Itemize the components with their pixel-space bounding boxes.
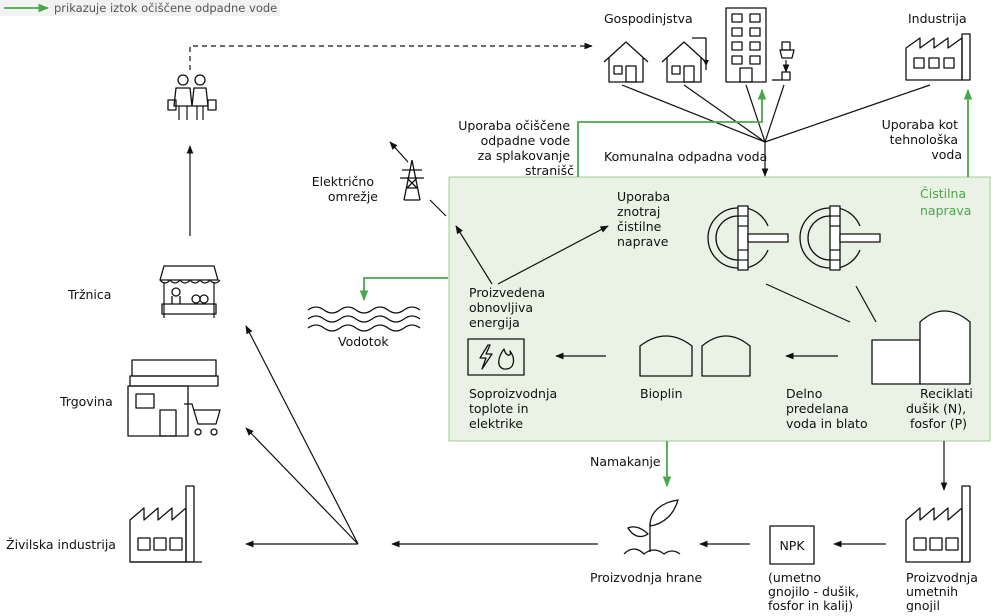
wastewater-collection-lines [621, 84, 931, 177]
cogeneration-label: Soproizvodnja toplote in elektrike [469, 386, 561, 431]
internal-use-label: Uporaba znotraj čistilne naprave [617, 189, 674, 249]
legend-text: prikazuje iztok očiščene odpadne vode [54, 1, 277, 15]
toilet-reuse-label: Uporaba očiščene odpadne vode za splakov… [458, 118, 574, 178]
clarifier-icon [799, 205, 881, 271]
industry-label: Industrija [908, 11, 967, 26]
grid-in-line [429, 199, 447, 217]
food-production-label: Proizvodnja hrane [590, 570, 703, 585]
npk-box-label: NPK [779, 538, 805, 553]
treatment-plant-panel [448, 176, 991, 442]
plant-sprout-icon [623, 499, 681, 555]
clarifier-icon [707, 205, 789, 271]
renewable-energy-label: Proizvedena obnovljiva energija [469, 285, 549, 330]
food-industry-label: Živilska industrija [6, 537, 116, 552]
digester-tank-icon [871, 310, 971, 385]
house-icon [603, 41, 649, 83]
fertilizer-production-label: Proizvodnja umetnih gnojil [906, 570, 982, 612]
municipal-wastewater-label: Komunalna odpadna voda [604, 149, 767, 164]
clarifier2-to-tank-line [855, 285, 877, 323]
biogas-tank-icon [639, 335, 751, 377]
cogeneration-icon [467, 338, 525, 376]
recyclates-label: Reciklati dušik (N), fosfor (P) [906, 386, 977, 431]
energy-internal-arrow [497, 225, 609, 285]
consumers-icon [167, 74, 217, 120]
market-stall-icon [159, 265, 221, 318]
market-label: Tržnica [67, 287, 111, 302]
distribution-arrows [245, 325, 359, 548]
treated-sludge-label: Delno predelana voda in blato [786, 386, 868, 431]
power-pylon-icon [400, 159, 424, 201]
shop-label: Trgovina [59, 394, 113, 409]
npk-description: (umetno gnojilo - dušik, fosfor in kalij… [768, 570, 863, 612]
shop-icon [127, 359, 221, 437]
apartment-building-icon [725, 7, 767, 83]
watercourse-label: Vodotok [338, 334, 389, 349]
factory-icon [129, 485, 202, 563]
plant-label: Čistilna naprava [920, 186, 971, 218]
toilet-reuse-arrow [577, 88, 767, 177]
tech-water-label: Uporaba kot tehnološka voda [882, 117, 962, 162]
npk-box [769, 525, 815, 565]
toilet-icon [772, 41, 795, 81]
factory-icon [905, 33, 971, 81]
watercourse-green-arrow [359, 277, 448, 302]
house-pump-icon [661, 37, 709, 83]
legend: prikazuje iztok očiščene odpadne vode [0, 0, 280, 16]
consumers-dashed-arrow [189, 42, 593, 70]
grid-out-arrow [389, 141, 409, 163]
households-label: Gospodinjstva [604, 11, 693, 26]
energy-to-grid-arrow [455, 225, 493, 285]
electric-grid-label: Električno omrežje [312, 174, 379, 204]
clarifier1-to-tank-line [765, 283, 851, 323]
factory-icon [905, 485, 971, 563]
water-waves-icon [307, 306, 421, 332]
irrigation-label: Namakanje [590, 454, 661, 469]
biogas-label: Bioplin [640, 386, 683, 401]
